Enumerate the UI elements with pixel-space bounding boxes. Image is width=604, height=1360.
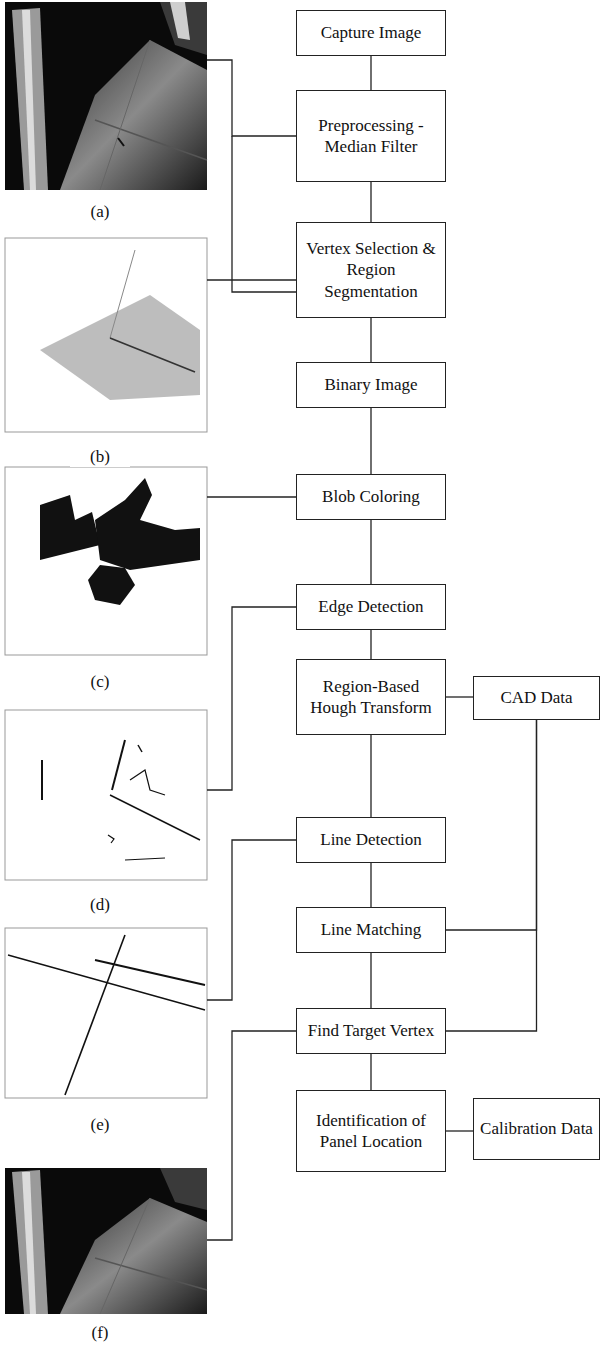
- figure-label: (f): [70, 1323, 130, 1343]
- process-box: Line Detection: [296, 817, 446, 863]
- leader-lines: [207, 60, 297, 1240]
- flow-connector: [370, 630, 371, 659]
- flow-connector: [370, 182, 371, 222]
- flow-connector: [370, 520, 371, 584]
- process-box: CAD Data: [473, 676, 600, 720]
- photo-a: [5, 2, 207, 190]
- box-label: CAD Data: [500, 687, 572, 708]
- box-label: Region-Based Hough Transform: [303, 676, 439, 719]
- flow-connector: [446, 696, 473, 697]
- flow-connector: [370, 56, 371, 90]
- flow-connector: [370, 863, 371, 907]
- edge-image-d: [5, 710, 207, 880]
- flow-connector: [370, 408, 371, 474]
- box-label: Calibration Data: [480, 1118, 593, 1139]
- process-box: Identification of Panel Location: [296, 1090, 446, 1172]
- process-box: Edge Detection: [296, 584, 446, 630]
- photo-f: [5, 1168, 207, 1314]
- flow-connector: [446, 720, 537, 1031]
- process-box: Line Matching: [296, 907, 446, 953]
- figure-label: (c): [70, 672, 130, 692]
- box-label: Capture Image: [321, 22, 422, 43]
- figure-label: (d): [70, 895, 130, 915]
- flow-connector: [370, 953, 371, 1008]
- blob-image-c: [5, 467, 207, 655]
- flow-connector: [446, 1130, 473, 1131]
- figure-label: (b): [70, 447, 130, 467]
- box-label: Line Detection: [320, 829, 422, 850]
- process-box: Blob Coloring: [296, 474, 446, 520]
- process-box: Preprocessing - Median Filter: [296, 90, 446, 182]
- box-label: Edge Detection: [318, 596, 423, 617]
- process-box: Find Target Vertex: [296, 1008, 446, 1054]
- box-label: Identification of Panel Location: [303, 1110, 439, 1153]
- process-box: Vertex Selection & Region Segmentation: [296, 222, 446, 318]
- figure-label: (a): [70, 202, 130, 222]
- process-box: Region-Based Hough Transform: [296, 659, 446, 735]
- segmented-region-b: [5, 238, 207, 432]
- box-label: Find Target Vertex: [308, 1020, 434, 1041]
- flow-connector: [446, 720, 537, 930]
- flow-connector: [370, 318, 371, 362]
- box-label: Binary Image: [325, 374, 418, 395]
- process-box: Binary Image: [296, 362, 446, 408]
- flow-connector: [370, 1054, 371, 1090]
- flow-connector: [370, 735, 371, 817]
- box-label: Blob Coloring: [322, 486, 420, 507]
- figure-label: (e): [70, 1115, 130, 1135]
- box-label: Vertex Selection & Region Segmentation: [303, 238, 439, 302]
- box-label: Line Matching: [321, 919, 422, 940]
- box-label: Preprocessing - Median Filter: [303, 115, 439, 158]
- process-box: Calibration Data: [473, 1098, 600, 1160]
- process-box: Capture Image: [296, 10, 446, 56]
- line-image-e: [5, 928, 207, 1098]
